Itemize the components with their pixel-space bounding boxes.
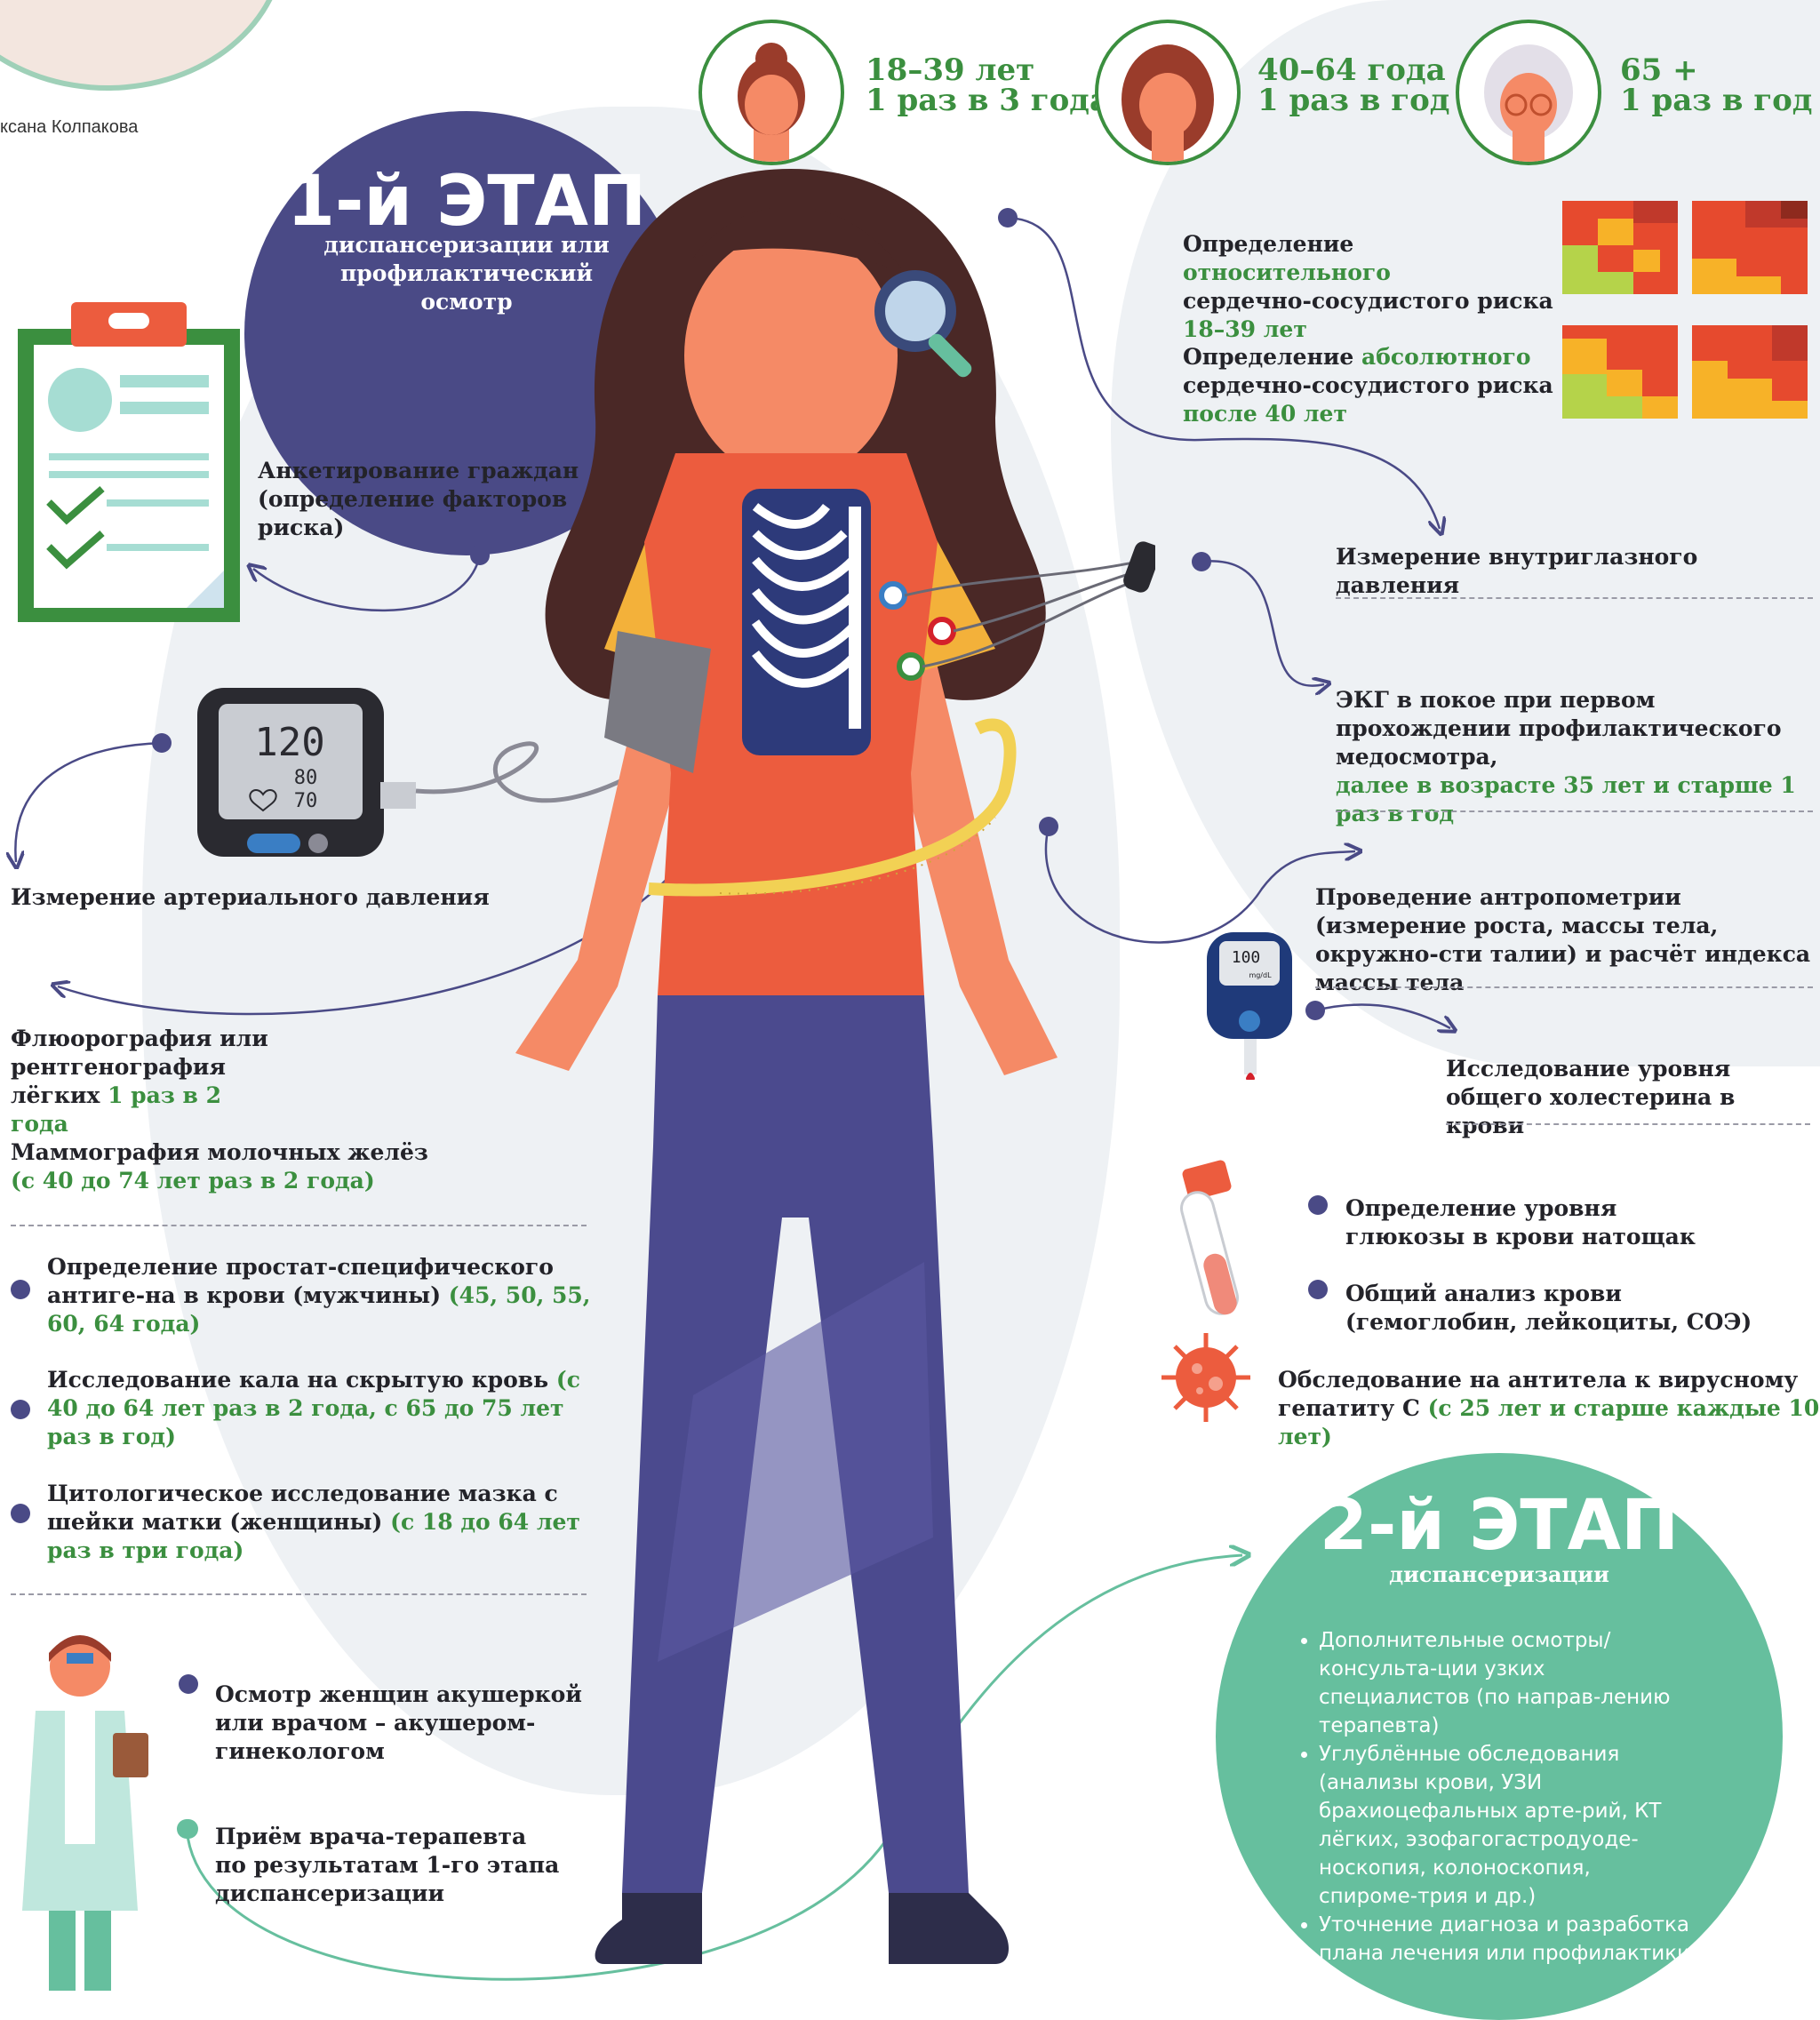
divider-left-2 [11,1593,587,1595]
item-cbc: Общий анализ крови (гемоглобин, лейкоцит… [1345,1281,1752,1335]
stage2-item-2: Углублённые обследования (анализы крови,… [1319,1740,1692,1911]
glucometer-unit: mg/dL [1249,971,1272,979]
divider-right-3 [1315,986,1813,988]
stage2-circle: 2-й ЭТАП диспансеризации Дополнительные … [1216,1453,1783,2020]
item-blood-pressure: Измерение артериального давления [11,884,490,910]
item-cytology: Цитологическое исследование мазка с шейк… [47,1481,580,1563]
age-freq-2: 1 раз в год [1257,83,1450,118]
avatar-middle [1095,20,1241,165]
bp-pulse: 70 [294,790,318,812]
divider-left-1 [11,1225,587,1226]
divider-right-2 [1336,810,1813,812]
item-cholesterol: Исследование уровня общего холестерина в… [1446,1056,1736,1138]
item-fluorography: Флюорография или рентгенография лёгких 1… [11,1026,268,1137]
bullet-therapist [179,1819,198,1839]
glucometer: 100 mg/dL [1207,932,1292,1080]
avatar-young [698,20,844,165]
age-freq-1: 1 раз в 3 года [866,83,1109,118]
item-glucose: Определение уровня глюкозы в крови натощ… [1345,1195,1696,1250]
item-eye-pressure: Измерение внутриглазного давления [1336,544,1698,598]
stage1-title: 1-й ЭТАП [286,162,647,242]
bp-monitor: 120 80 70 [197,688,416,857]
virus-icon [1161,1333,1250,1422]
age-range-1: 18–39 лет [866,52,1035,88]
stage2-item-3: Уточнение диагноза и разработка плана ле… [1319,1911,1692,1968]
item-ecg: ЭКГ в покое при первом прохождении профи… [1336,687,1796,826]
stage2-title: 2-й ЭТАП [1319,1486,1680,1566]
age-range-2: 40–64 года [1257,52,1446,88]
risk-charts [1562,201,1808,419]
item-psa: Определение простат-специфического антиг… [47,1254,591,1337]
bullet-gynecology [179,1674,198,1694]
stage2-item-1: Дополнительные осмотры/консульта-ции узк… [1319,1626,1692,1740]
age-range-3: 65 + [1620,52,1698,88]
bullet-psa [11,1280,30,1299]
item-gynecology: Осмотр женщин акушеркой или врачом – аку… [215,1681,582,1764]
stage2-list: Дополнительные осмотры/консульта-ции узк… [1294,1626,1692,1968]
avatar-senior [1456,20,1601,165]
divider-right-1 [1336,597,1813,599]
bp-systolic: 120 [254,720,324,765]
item-stool: Исследование кала на скрытую кровь (с 40… [47,1367,580,1449]
age-freq-3: 1 раз в год [1620,83,1813,118]
doctor-illustration [22,1635,148,1991]
item-mammography: Маммография молочных желёз(с 40 до 74 ле… [11,1139,428,1194]
bullet-stool [11,1400,30,1419]
bp-diastolic: 80 [294,767,318,789]
bp-tube [415,741,668,803]
clipboard-illustration [18,302,240,622]
test-tube [1180,1160,1239,1315]
bullet-glucose [1308,1195,1328,1215]
bullet-cytology [11,1504,30,1523]
stage1-subtitle: диспансеризации или профилактический осм… [323,232,610,315]
item-therapist: Приём врача-терапевта по результатам 1-г… [215,1824,560,1906]
woman-figure [515,169,1155,1964]
author-name: ксана Колпакова [0,117,139,137]
glucometer-value: 100 [1232,948,1261,967]
stage2-subtitle: диспансеризации [1389,1561,1609,1587]
item-anthropometry: Проведение антропометрии (измерение рост… [1315,884,1811,995]
item-questionnaire: Анкетирование граждан (определение факто… [258,458,579,540]
bullet-cbc [1308,1280,1328,1299]
item-hepatitis-c: Обследование на антитела к вирусному геп… [1278,1367,1820,1449]
divider-right-4 [1446,1123,1810,1125]
